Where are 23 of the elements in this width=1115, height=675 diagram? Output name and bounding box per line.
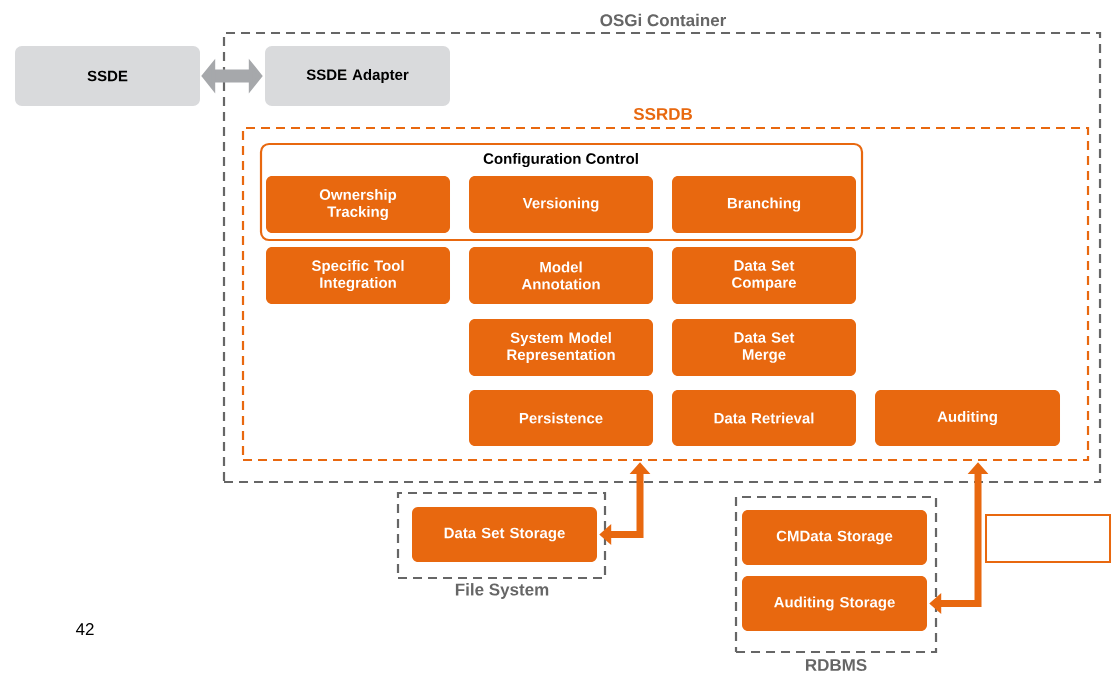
component-box: Data Set Merge — [672, 319, 856, 376]
component-box: Data Retrieval — [672, 390, 856, 446]
component-box: Versioning — [469, 176, 653, 233]
container-heading: OSGi Container — [598, 12, 728, 28]
component-box: Data Set Compare — [672, 247, 856, 304]
arrow — [201, 58, 263, 94]
component-box: Model Annotation — [469, 247, 653, 304]
page-number: 42 — [75, 623, 94, 635]
component-box: Specific Tool Integration — [266, 247, 450, 304]
container-heading: SSRDB — [632, 107, 694, 121]
container-heading: RDBMS — [803, 658, 869, 673]
component-box: SSDE — [15, 46, 200, 106]
component-box: Auditing Storage — [742, 576, 927, 631]
component-box: Branching — [672, 176, 856, 233]
component-box — [985, 514, 1111, 563]
component-box: System Model Representation — [469, 319, 653, 376]
component-box: SSDE Adapter — [265, 46, 450, 106]
component-box: Data Set Storage — [412, 507, 597, 562]
component-box: Persistence — [469, 390, 653, 446]
component-box: Auditing — [875, 390, 1060, 446]
component-box: CMData Storage — [742, 510, 927, 565]
component-box: Ownership Tracking — [266, 176, 450, 233]
container-heading: File System — [453, 582, 551, 600]
